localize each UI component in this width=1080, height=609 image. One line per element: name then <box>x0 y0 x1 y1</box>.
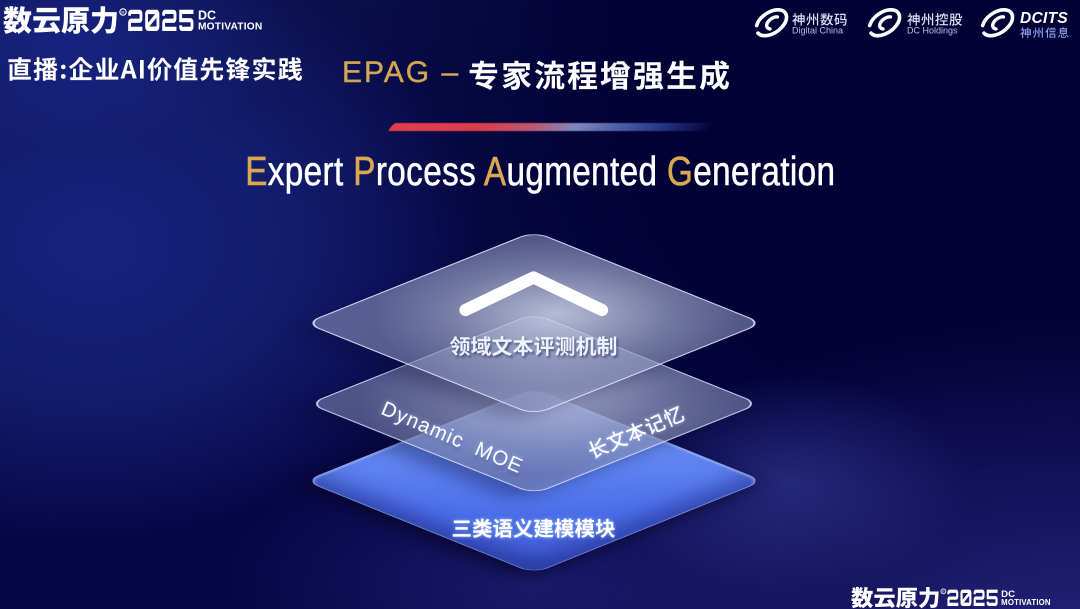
svg-text:Digital China: Digital China <box>792 26 843 36</box>
svg-text:DCITS: DCITS <box>1020 10 1068 27</box>
svg-text:DC Holdings: DC Holdings <box>907 26 958 36</box>
